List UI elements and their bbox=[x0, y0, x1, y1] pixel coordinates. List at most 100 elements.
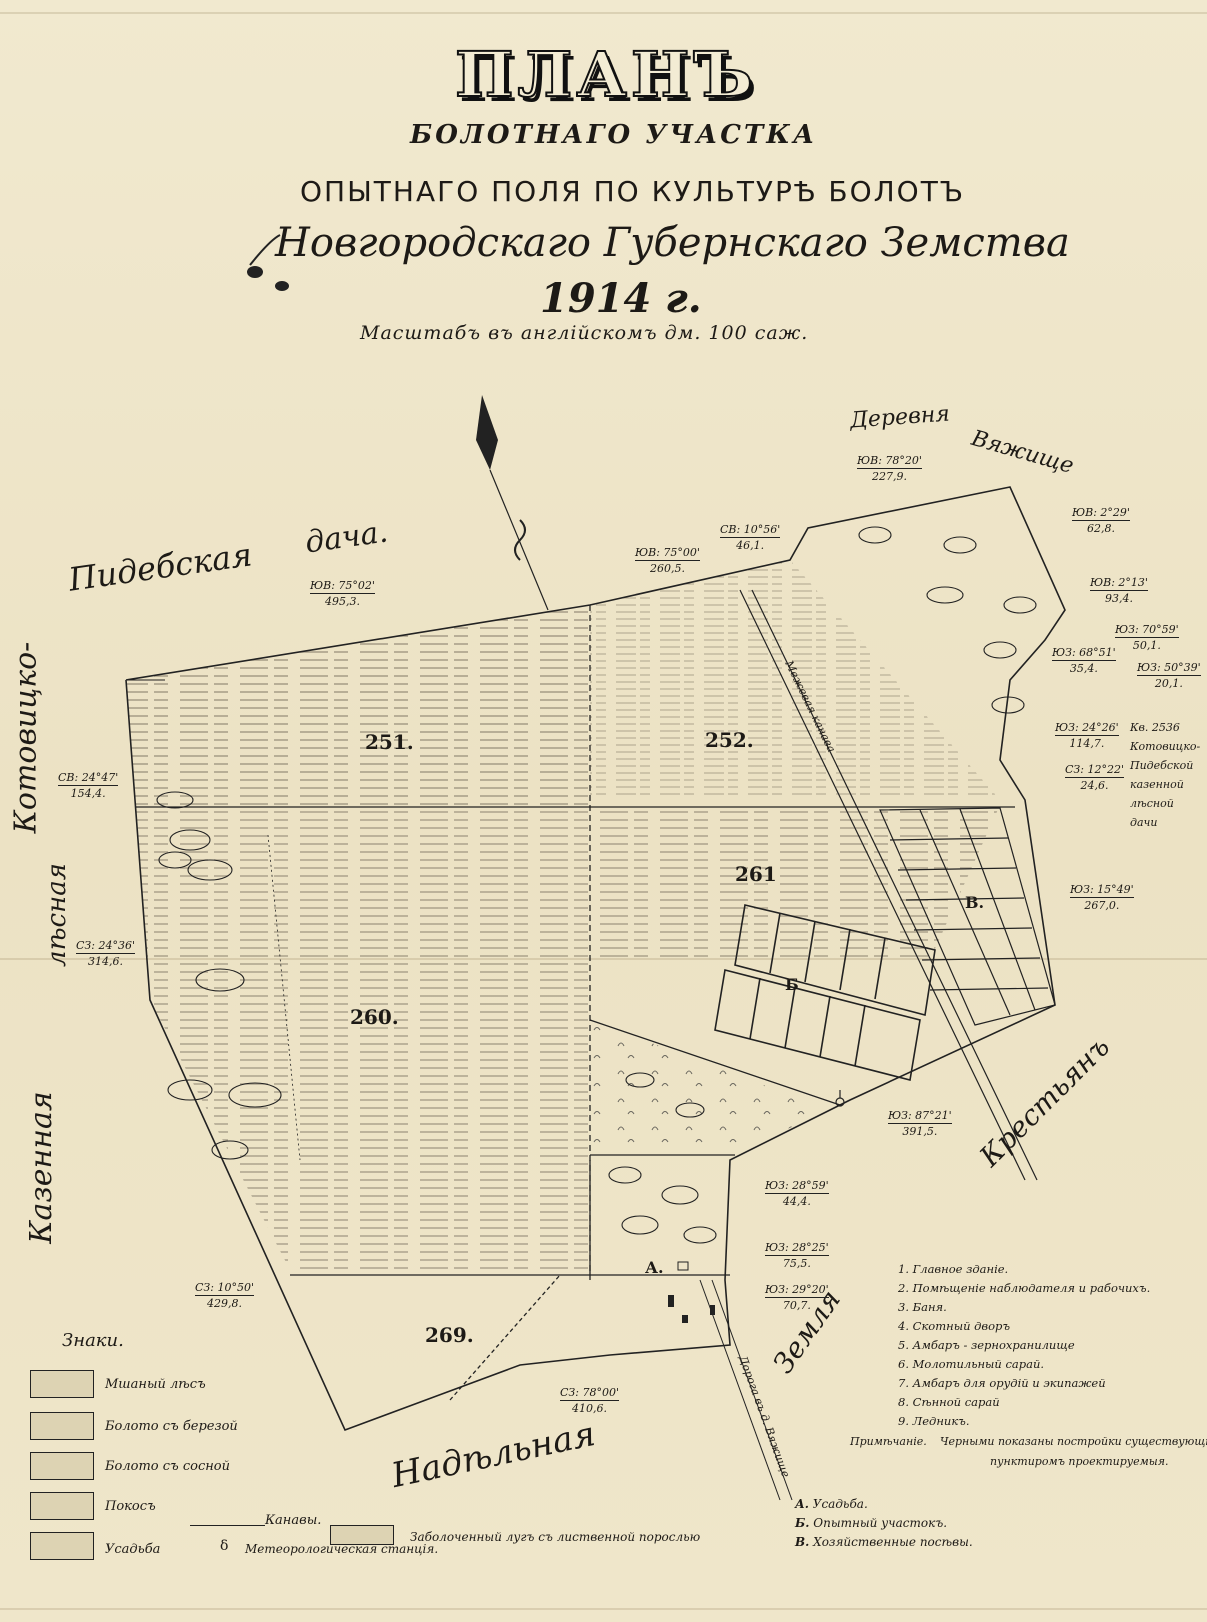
measurement-bearing: ЮЗ: 15°49' bbox=[1070, 883, 1134, 898]
legend-ditches: Канавы. bbox=[265, 1513, 322, 1528]
measurement-distance: 35,4. bbox=[1069, 662, 1098, 675]
region-kazennaya: Казенная bbox=[23, 1091, 59, 1244]
measurement-distance: 44,4. bbox=[782, 1195, 811, 1208]
plot-269: 269. bbox=[425, 1323, 474, 1347]
building-number: 1. bbox=[898, 1262, 909, 1276]
building-number: 3. bbox=[898, 1300, 909, 1314]
leaf-ornament-icon bbox=[247, 234, 289, 291]
note-label: Примѣчаніе. bbox=[850, 1435, 927, 1448]
legend-swatch-mossy-forest bbox=[30, 1370, 94, 1398]
buildings-legend-item: 7. Амбаръ для орудій и экипажей bbox=[898, 1376, 1150, 1395]
measurement: ЮЗ: 87°21'391,5. bbox=[888, 1108, 952, 1139]
measurement-bearing: ЮВ: 2°13' bbox=[1090, 576, 1148, 591]
measurement: ЮЗ: 28°25'75,5. bbox=[765, 1240, 829, 1271]
measurement-bearing: СВ: 10°56' bbox=[720, 523, 781, 538]
measurement-bearing: ЮВ: 75°02' bbox=[310, 579, 375, 594]
measurement-bearing: ЮВ: 78°20' bbox=[857, 454, 922, 469]
measurement-distance: 410,6. bbox=[572, 1402, 607, 1415]
building-number: 7. bbox=[898, 1376, 909, 1390]
measurement-distance: 62,8. bbox=[1086, 522, 1115, 535]
plot-252: 252. bbox=[705, 728, 754, 752]
quarter-note-line: Пидебской bbox=[1130, 759, 1194, 772]
building-label: Главное зданіе. bbox=[912, 1262, 1009, 1276]
buildings-legend-item: 9. Ледникъ. bbox=[898, 1414, 1150, 1433]
legend-label: Болото съ сосной bbox=[105, 1459, 230, 1474]
quarter-note-line: дачи bbox=[1130, 816, 1158, 829]
measurement-bearing: СЗ: 12°22' bbox=[1065, 763, 1124, 778]
measurement-distance: 75,5. bbox=[782, 1257, 811, 1270]
plot-letter-b: Б bbox=[785, 975, 799, 994]
building-number: 8. bbox=[898, 1395, 909, 1409]
buildings-legend-item: 6. Молотильный сарай. bbox=[898, 1357, 1150, 1376]
letters-legend-key: Б. bbox=[795, 1516, 810, 1530]
legend-swatch-birch-bog bbox=[30, 1412, 94, 1440]
building-label: Скотный дворъ bbox=[912, 1319, 1011, 1333]
letters-legend-value: Хозяйственные посѣвы. bbox=[813, 1535, 973, 1549]
measurement-bearing: ЮЗ: 28°59' bbox=[765, 1179, 829, 1194]
grid-plot-b bbox=[714, 904, 936, 1081]
measurement: ЮВ: 2°13'93,4. bbox=[1090, 575, 1148, 606]
buildings-legend-item: 1. Главное зданіе. bbox=[898, 1262, 1150, 1281]
plot-letter-v: В. bbox=[965, 893, 985, 912]
measurement-bearing: ЮВ: 2°29' bbox=[1072, 506, 1130, 521]
building-number: 5. bbox=[898, 1338, 909, 1352]
top-border-line bbox=[0, 12, 1207, 14]
measurement: ЮВ: 2°29'62,8. bbox=[1072, 505, 1130, 536]
measurement-distance: 154,4. bbox=[70, 787, 106, 800]
measurement-bearing: СЗ: 78°00' bbox=[560, 1386, 619, 1401]
building-label: Амбаръ для орудій и экипажей bbox=[912, 1376, 1106, 1390]
note-text-line2: пунктиромъ проектируемыя. bbox=[990, 1455, 1169, 1468]
measurement: СЗ: 10°50'429,8. bbox=[195, 1280, 254, 1311]
letters-legend-item: В. Хозяйственные посѣвы. bbox=[795, 1533, 973, 1552]
building-label: Молотильный сарай. bbox=[912, 1357, 1045, 1371]
legend-swatch-pine-bog bbox=[30, 1452, 94, 1480]
building-number: 4. bbox=[898, 1319, 909, 1333]
measurement-bearing: ЮЗ: 29°20' bbox=[765, 1283, 829, 1298]
measurement: ЮВ: 75°00'260,5. bbox=[635, 545, 700, 576]
measurement: ЮЗ: 50°39'20,1. bbox=[1137, 660, 1201, 691]
legend-meadow: Заболоченный лугъ съ лиственной порослью bbox=[410, 1530, 701, 1544]
measurement-distance: 260,5. bbox=[649, 562, 685, 575]
plot-boundary bbox=[125, 486, 1066, 1432]
measurement-distance: 50,1. bbox=[1132, 639, 1161, 652]
measurement-bearing: ЮЗ: 87°21' bbox=[888, 1109, 952, 1124]
legend-swatch-hayfield bbox=[30, 1492, 94, 1520]
building-number: 6. bbox=[898, 1357, 909, 1371]
grid-plot-v bbox=[879, 807, 1056, 1026]
legend-swatch-meadow bbox=[330, 1525, 394, 1545]
plot-261: 261 bbox=[735, 862, 777, 886]
measurement-bearing: ЮЗ: 70°59' bbox=[1115, 623, 1179, 638]
legend-swatch-farmstead bbox=[30, 1532, 94, 1560]
building-label: Амбаръ - зернохранилище bbox=[912, 1338, 1075, 1352]
map-year: 1914 г. bbox=[540, 275, 702, 322]
measurement-distance: 20,1. bbox=[1154, 677, 1183, 690]
meteo-station-icon bbox=[835, 1090, 845, 1107]
building-number: 9. bbox=[898, 1414, 909, 1428]
legend-label: Покосъ bbox=[105, 1499, 156, 1514]
measurement-distance: 495,3. bbox=[324, 595, 360, 608]
legend-label: Усадьба bbox=[105, 1542, 161, 1557]
building-label: Сѣнной сарай bbox=[912, 1395, 1000, 1409]
measurement-bearing: ЮЗ: 68°51' bbox=[1052, 646, 1116, 661]
bog-hatching bbox=[126, 560, 1000, 1270]
letters-legend-value: Опытный участокъ. bbox=[813, 1516, 948, 1530]
map-scale: Масштабъ въ англійскомъ дм. 100 саж. bbox=[360, 322, 809, 344]
north-arrow-icon bbox=[476, 395, 549, 611]
quarter-note: Кв. 2536 Котовицко- Пидебской казенной л… bbox=[1130, 718, 1200, 832]
measurement: СЗ: 12°22'24,6. bbox=[1065, 762, 1124, 793]
shrub-symbols bbox=[156, 526, 1037, 1244]
plot-letter-a: А. bbox=[645, 1258, 664, 1277]
buildings-legend-item: 8. Сѣнной сарай bbox=[898, 1395, 1150, 1414]
farmstead-buildings bbox=[668, 1261, 715, 1323]
letters-legend-key: В. bbox=[795, 1535, 810, 1549]
region-lesnaya: лѣсная bbox=[41, 863, 72, 967]
note-text-line1: Черными показаны постройки существующія, bbox=[940, 1435, 1207, 1448]
legend-label: Болото съ березой bbox=[105, 1419, 238, 1434]
ditch-and-road bbox=[267, 589, 1038, 1501]
map-title: ПЛАНЪ bbox=[454, 37, 757, 112]
plot-260: 260. bbox=[350, 1005, 399, 1029]
buildings-legend-item: 2. Помѣщеніе наблюдателя и рабочихъ. bbox=[898, 1281, 1150, 1300]
building-label: Баня. bbox=[912, 1300, 947, 1314]
measurement-distance: 391,5. bbox=[902, 1125, 938, 1138]
